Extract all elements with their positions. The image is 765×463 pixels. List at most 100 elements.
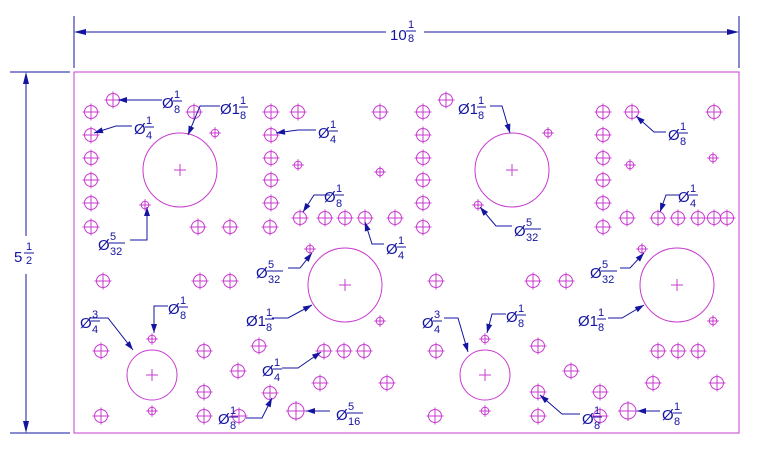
svg-text:8: 8 [174, 104, 180, 116]
hole-small-6 [624, 159, 636, 171]
hole-quarter-14 [414, 149, 432, 167]
hole-quarter-35 [221, 218, 239, 236]
hole-quarter-55 [315, 342, 333, 360]
hole-five-sixteenths-2 [618, 401, 638, 421]
hole-quarter-58 [427, 342, 445, 360]
svg-text:1: 1 [398, 235, 404, 247]
hole-small-3 [292, 159, 304, 171]
svg-text:5: 5 [268, 259, 274, 271]
svg-text:Ø: Ø [514, 223, 526, 240]
leader-15 [490, 105, 511, 134]
svg-text:3: 3 [434, 309, 440, 321]
svg-text:1: 1 [336, 183, 342, 195]
hole-quarter-61 [669, 342, 687, 360]
hole-quarter-74 [195, 407, 213, 425]
hole-quarter-28 [261, 218, 279, 236]
svg-text:Ø: Ø [80, 315, 92, 332]
leader-18 [486, 313, 506, 334]
svg-text:1: 1 [266, 307, 272, 319]
leader-16 [479, 206, 512, 227]
hole-quarter-8 [262, 126, 280, 144]
svg-text:8: 8 [594, 420, 600, 432]
svg-text:4: 4 [330, 134, 336, 146]
svg-text:Ø1: Ø1 [578, 313, 598, 330]
hole-quarter-42 [669, 209, 687, 227]
overall-height-den: 2 [26, 255, 32, 267]
hole-quarter-1 [82, 103, 100, 121]
leader-6 [151, 305, 168, 333]
hole-quarter-65 [378, 374, 396, 392]
svg-text:8: 8 [266, 322, 272, 334]
hole-quarter-15 [414, 171, 432, 189]
hole-quarter-73 [92, 407, 110, 425]
svg-text:4: 4 [274, 372, 280, 384]
hole-quarter-77 [529, 407, 547, 425]
svg-text:Ø: Ø [668, 127, 680, 144]
svg-text:3: 3 [92, 309, 98, 321]
svg-text:Ø1: Ø1 [458, 101, 478, 118]
svg-text:Ø1: Ø1 [246, 313, 266, 330]
large-bore-2 [307, 247, 383, 323]
svg-text:4: 4 [398, 250, 404, 262]
overall-width-num: 1 [408, 19, 414, 31]
hole-quarter-10 [262, 171, 280, 189]
svg-text:Ø: Ø [678, 189, 690, 206]
leader-10 [288, 252, 313, 269]
leaders [90, 97, 680, 419]
hole-quarter-29 [291, 209, 309, 227]
svg-text:1: 1 [594, 405, 600, 417]
hole-small-11 [146, 333, 158, 345]
leader-1 [118, 97, 162, 103]
svg-text:Ø: Ø [582, 411, 594, 428]
svg-text:4: 4 [434, 324, 440, 336]
hole-quarter-75 [230, 407, 248, 425]
large-bore-3 [474, 132, 550, 208]
hole-quarter-66 [562, 362, 580, 380]
hole-quarter-16 [414, 194, 432, 212]
leader-7 [275, 128, 316, 135]
svg-text:8: 8 [674, 416, 680, 428]
svg-text:Ø: Ø [662, 407, 674, 424]
leader-13 [246, 397, 273, 419]
svg-text:1: 1 [518, 303, 524, 315]
svg-text:Ø: Ø [98, 237, 110, 254]
svg-text:5: 5 [348, 401, 354, 413]
hole-quarter-52 [92, 342, 110, 360]
large-bore-1 [142, 132, 218, 208]
svg-text:Ø: Ø [386, 241, 398, 258]
svg-text:1: 1 [674, 401, 680, 413]
hole-quarter-20 [594, 149, 612, 167]
svg-text:8: 8 [336, 198, 342, 210]
hole-quarter-48 [427, 272, 445, 290]
hole-quarter-50 [557, 272, 575, 290]
hole-quarter-34 [189, 218, 207, 236]
hole-quarter-17 [414, 218, 432, 236]
svg-text:5: 5 [110, 231, 116, 243]
svg-text:32: 32 [110, 246, 122, 258]
hole-quarter-63 [229, 362, 247, 380]
overall-width-dimension: 10 1 8 [73, 16, 740, 68]
svg-text:1: 1 [240, 95, 246, 107]
hole-quarter-22 [594, 194, 612, 212]
hole-small-16 [479, 405, 491, 417]
hole-quarter-57 [355, 342, 373, 360]
svg-text:8: 8 [478, 110, 484, 122]
large-bore-4 [639, 247, 715, 323]
hole-quarter-27 [289, 103, 307, 121]
hole-quarter-47 [221, 272, 239, 290]
hole-quarter-40 [618, 209, 636, 227]
hole-quarter-70 [261, 384, 279, 402]
leader-8 [302, 194, 330, 213]
svg-text:32: 32 [268, 274, 280, 286]
leader-12 [282, 351, 322, 369]
hole-quarter-43 [689, 209, 707, 227]
svg-text:8: 8 [518, 318, 524, 330]
svg-text:16: 16 [348, 416, 360, 428]
hole-quarter-4 [82, 171, 100, 189]
